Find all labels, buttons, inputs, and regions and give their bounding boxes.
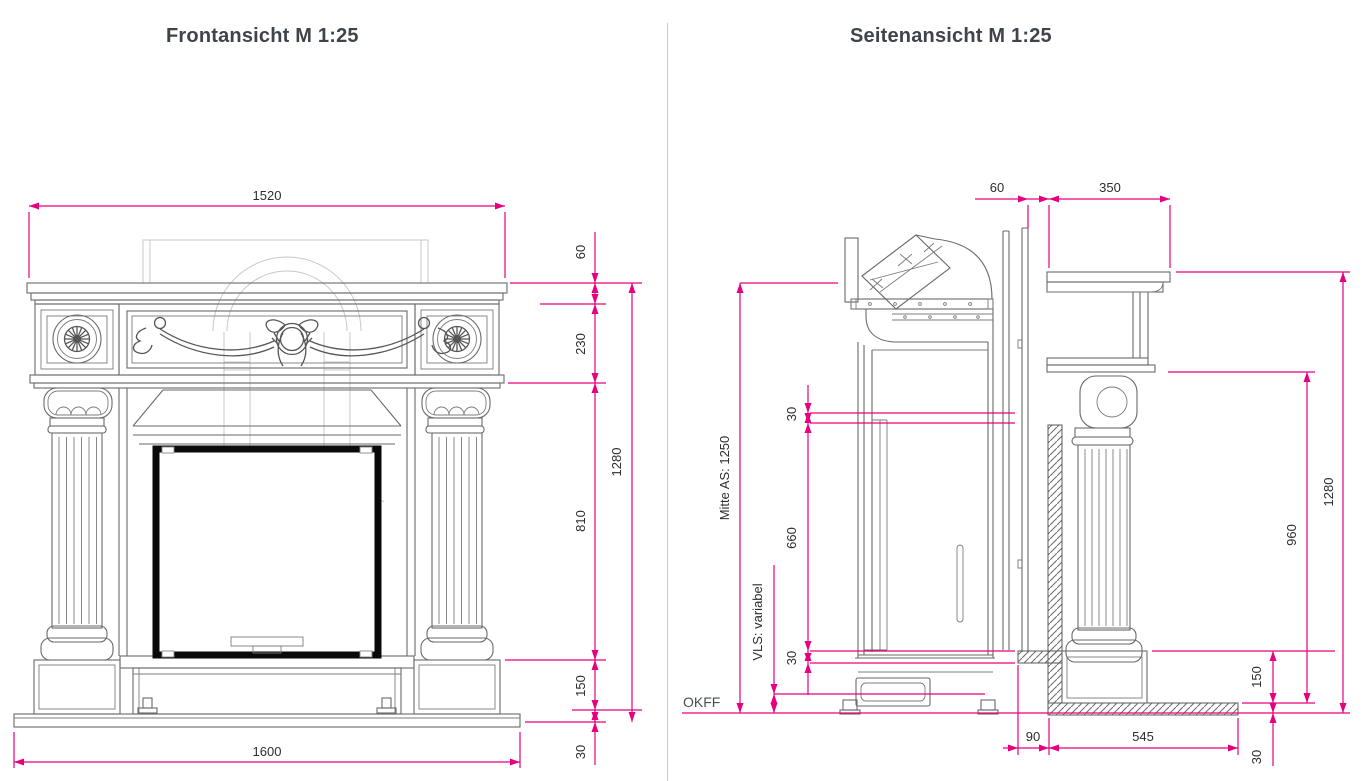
front-hearth-step [119,655,415,715]
garland-decoration [132,316,452,367]
dim-label-insert-front: 660 [784,527,799,549]
front-base-plate [13,713,521,728]
side-surround-profile [1046,271,1171,704]
dim-label-column-height: 960 [1284,524,1299,546]
dim-label-side-wall-gap: 60 [990,180,1004,195]
dim-label-overlap-bottom: 30 [784,651,799,665]
front-view: 1520 1600 60 230 810 150 30 [13,188,642,768]
front-left-column [33,387,121,715]
dim-label-front-shelf: 60 [573,245,588,259]
dim-label-front-width-bottom: 1600 [253,744,282,759]
left-rosette-icon [52,314,102,364]
side-view-title: Seitenansicht M 1:25 [850,25,1052,47]
dim-label-side-plate-thickness: 30 [1249,750,1264,764]
front-frieze [34,303,500,376]
dim-label-side-total: 1280 [1321,478,1336,507]
front-hood [132,389,402,445]
side-insert [839,234,999,715]
dim-label-overlap-top: 30 [784,407,799,421]
dim-label-air-supply: VLS: variabel [750,583,765,660]
front-right-column [413,387,501,715]
front-dimensions: 1520 1600 60 230 810 150 30 [13,188,642,768]
front-firebox-jambs [118,388,416,656]
dim-label-front-opening: 810 [573,510,588,532]
front-architrave [29,374,505,389]
dim-label-side-plinth: 150 [1249,666,1264,688]
dim-label-plate-depth: 545 [1132,729,1154,744]
dim-label-front-width-top: 1520 [253,188,282,203]
dim-label-front-frieze: 230 [573,333,588,355]
view-divider-line [667,23,668,781]
side-wall-section [1002,227,1239,716]
front-mantel-shelf [26,282,508,305]
floor-level-label: OKFF [683,694,720,710]
front-firebox [152,445,382,659]
side-view: 60 350 Mitte AS: 1250 VLS: variabel 30 6… [682,180,1350,766]
dim-label-front-total: 1280 [609,448,624,477]
flue-damper-assembly [844,234,993,310]
dim-label-side-shelf-depth: 350 [1099,180,1121,195]
side-dimensions: 60 350 Mitte AS: 1250 VLS: variabel 30 6… [682,180,1350,766]
dim-label-front-plate: 30 [573,745,588,759]
right-rosette-icon [432,314,482,364]
front-view-title: Frontansicht M 1:25 [166,25,359,47]
dim-label-front-plinth: 150 [573,675,588,697]
dim-label-plate-offset: 90 [1026,729,1040,744]
dim-label-flue-axis: Mitte AS: 1250 [717,436,732,521]
